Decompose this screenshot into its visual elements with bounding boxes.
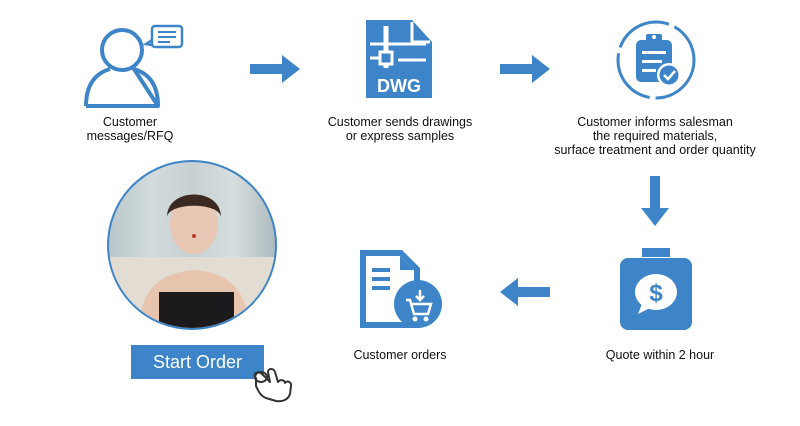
arrow-left-icon xyxy=(500,278,550,306)
clipboard-dollar-icon: $ xyxy=(620,248,692,332)
step-label-drawings: Customer sends drawings or express sampl… xyxy=(327,115,473,143)
customer-service-photo xyxy=(107,160,277,330)
step-label-requirements: Customer informs salesman the required m… xyxy=(554,115,756,157)
clipboard-check-icon xyxy=(614,18,698,102)
step-label-quote: Quote within 2 hour xyxy=(605,348,715,362)
step-label-orders: Customer orders xyxy=(353,348,447,362)
dwg-file-icon: DWG xyxy=(364,20,434,100)
start-order-button[interactable]: Start Order xyxy=(131,345,264,379)
arrow-right-icon xyxy=(250,55,300,83)
arrow-down-icon xyxy=(641,176,669,226)
user-message-icon xyxy=(78,20,190,110)
dwg-label: DWG xyxy=(377,76,421,96)
hand-pointer-icon xyxy=(250,368,296,404)
document-cart-icon xyxy=(358,248,444,332)
step-label-rfq: Customer messages/RFQ xyxy=(86,115,174,143)
dollar-sign: $ xyxy=(649,280,663,307)
arrow-right-icon xyxy=(500,55,550,83)
